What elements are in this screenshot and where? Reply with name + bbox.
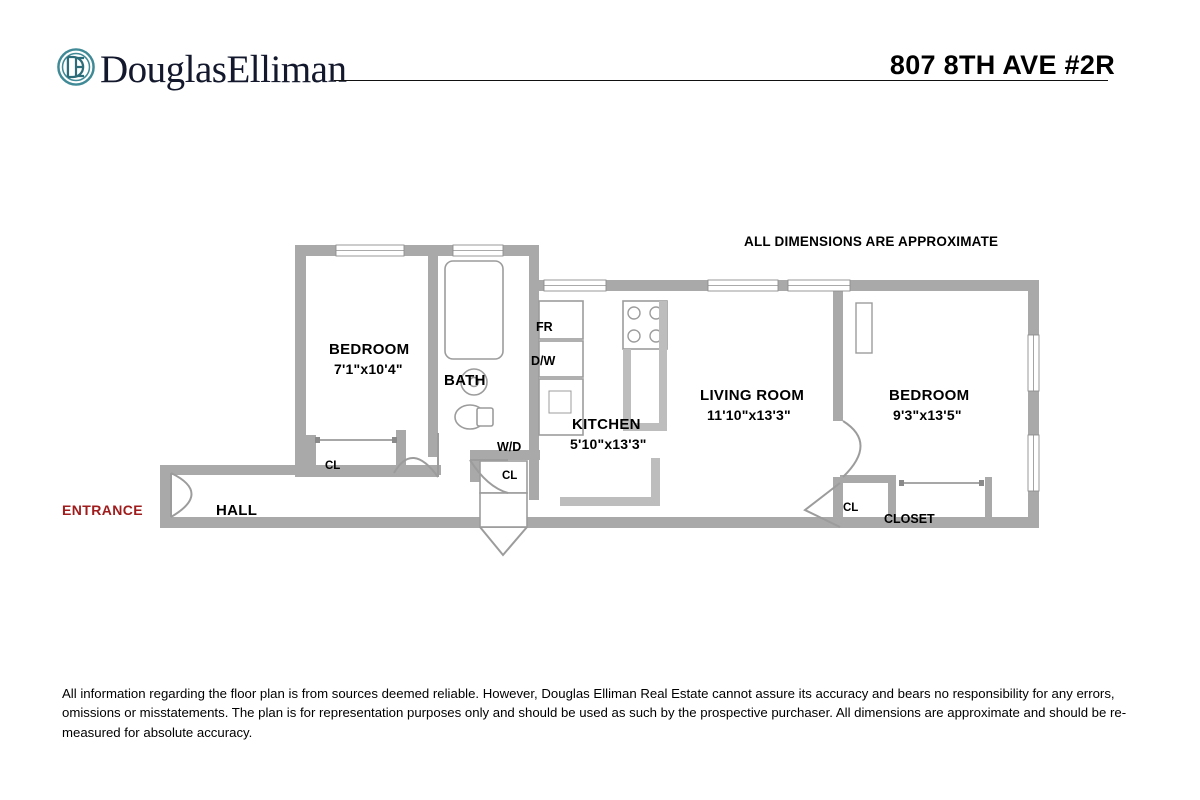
plan-windows <box>335 244 1040 492</box>
header-divider-rule <box>334 80 1108 81</box>
kitchen-counter-upper <box>623 349 631 431</box>
disclaimer-text: All information regarding the floor plan… <box>62 686 1127 740</box>
plan-doors <box>170 420 862 557</box>
floor-plan-drawing <box>140 225 1060 575</box>
hall-closet-box <box>479 492 528 528</box>
douglas-elliman-circle-monogram-icon <box>57 48 95 86</box>
bedroom-right-niche <box>855 302 873 354</box>
brand-wordmark: DouglasElliman <box>100 48 347 91</box>
page-header: DouglasElliman 807 8TH AVE #2R <box>0 0 1200 110</box>
fridge-box <box>538 300 584 340</box>
kitchen-cabinet-box <box>538 378 584 436</box>
page-title: 807 8TH AVE #2R <box>889 50 1115 80</box>
bathroom-fixtures <box>444 260 504 430</box>
kitchen-appliances <box>479 300 668 528</box>
approximate-dimensions-note: ALL DIMENSIONS ARE APPROXIMATE <box>744 234 999 249</box>
washer-dryer-box <box>479 460 528 494</box>
entrance-label: ENTRANCE <box>62 502 143 518</box>
bathtub-icon <box>444 260 504 360</box>
kitchen-counter-lower <box>560 497 660 506</box>
closet-rods <box>315 437 984 486</box>
dishwasher-box <box>538 340 584 378</box>
